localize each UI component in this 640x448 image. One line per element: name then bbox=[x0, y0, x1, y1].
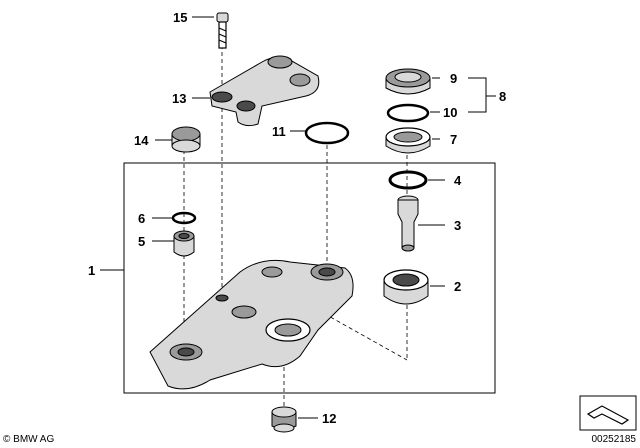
callout-8: 8 bbox=[499, 89, 506, 104]
page-arrow-icon bbox=[579, 395, 637, 431]
callout-4: 4 bbox=[454, 173, 462, 188]
assembly-axis-lines bbox=[183, 45, 408, 412]
ring-part-10 bbox=[386, 103, 430, 123]
callout-2: 2 bbox=[454, 279, 461, 294]
seal-part-7 bbox=[385, 127, 431, 154]
triple-clamp-part-1 bbox=[149, 259, 354, 390]
leader-lines bbox=[100, 16, 496, 419]
nut-part-12 bbox=[271, 406, 297, 433]
ring-part-6 bbox=[171, 211, 197, 225]
callout-13: 13 bbox=[172, 91, 186, 106]
o-ring-part-11 bbox=[304, 121, 350, 145]
pin-part-3 bbox=[397, 195, 419, 252]
callout-9: 9 bbox=[450, 71, 457, 86]
bearing-part-2 bbox=[383, 269, 429, 305]
callout-12: 12 bbox=[322, 411, 336, 426]
callout-1: 1 bbox=[88, 263, 95, 278]
callout-14: 14 bbox=[134, 133, 149, 148]
ring-part-4 bbox=[388, 170, 428, 190]
callout-11: 11 bbox=[272, 124, 286, 139]
callout-5: 5 bbox=[138, 234, 145, 249]
callout-15: 15 bbox=[173, 10, 187, 25]
bushing-part-5 bbox=[173, 230, 195, 257]
bolt-part-15 bbox=[216, 12, 229, 49]
callout-3: 3 bbox=[454, 218, 461, 233]
callout-6: 6 bbox=[138, 211, 145, 226]
top-cap-part-9 bbox=[385, 68, 431, 95]
clamp-bracket-part-13 bbox=[209, 55, 320, 127]
catalog-number: 00252185 bbox=[591, 434, 637, 445]
assembly-frame bbox=[123, 162, 496, 394]
copyright-text: © BMW AG bbox=[3, 434, 55, 445]
cap-part-14 bbox=[171, 126, 201, 153]
callout-7: 7 bbox=[450, 132, 457, 147]
callout-10: 10 bbox=[443, 105, 457, 120]
